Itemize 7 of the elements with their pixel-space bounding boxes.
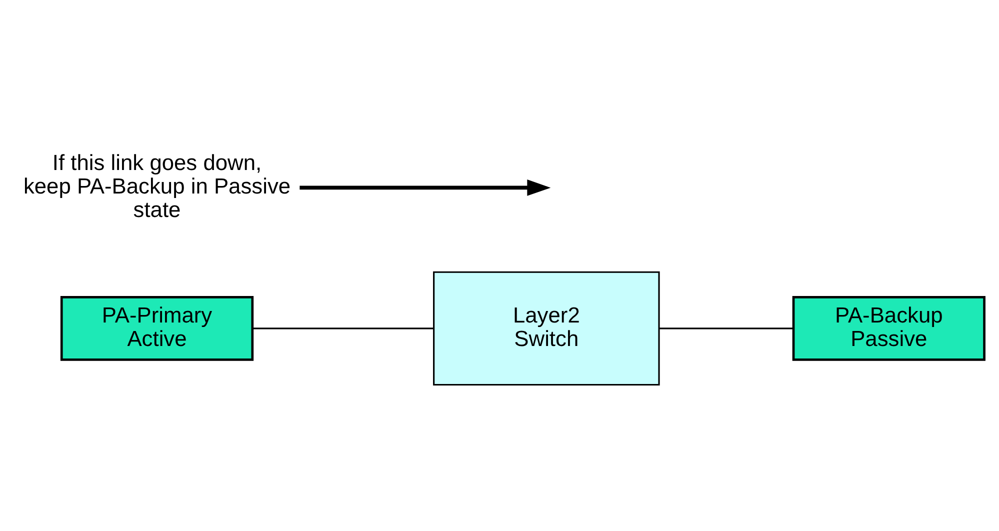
node-box: PA-Primary Active: [60, 296, 254, 361]
node-box: PA-Backup Passive: [792, 296, 986, 361]
connector: [252, 328, 434, 330]
node-box: Layer2 Switch: [433, 271, 660, 386]
connector: [659, 328, 794, 330]
arrow: [300, 179, 551, 196]
node-text: If this link goes down, keep PA-Backup in Passive state: [23, 150, 291, 222]
